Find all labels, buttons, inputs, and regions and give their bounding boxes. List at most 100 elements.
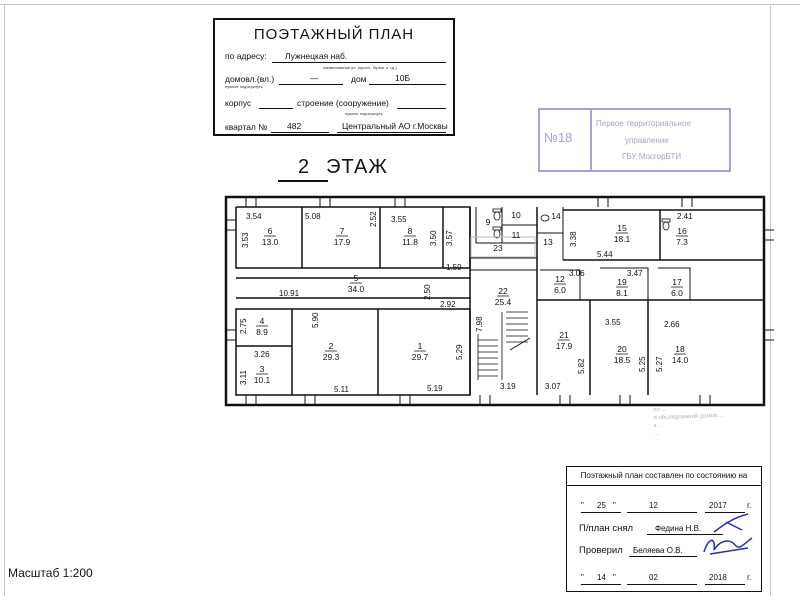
date2-year-suffix: г.	[747, 573, 752, 582]
checked-label: Проверил	[579, 545, 623, 556]
room-23-outline	[470, 236, 536, 258]
wall-partitions-top	[301, 207, 444, 268]
dimension-label: 7.98	[475, 316, 484, 332]
dimension-label: 5.44	[597, 250, 613, 259]
outer-wall	[224, 195, 766, 407]
address-label: по адресу:	[225, 51, 267, 61]
room-label: 8.1	[616, 288, 628, 298]
wall-lower-left	[235, 308, 471, 396]
footer-box: Поэтажный план составлен по состоянию на…	[566, 466, 762, 592]
made-underline	[647, 534, 723, 535]
room-label: 7	[340, 226, 345, 236]
signature-checked	[703, 537, 753, 555]
bti-stamp-line-2: управление	[625, 136, 669, 145]
room-label: 6	[268, 226, 273, 236]
dimension-label: 5.27	[655, 356, 664, 372]
room-label: 34.0	[348, 284, 365, 294]
room-label: 8.9	[256, 327, 268, 337]
header-stamp: ПОЭТАЖНЫЙ ПЛАН по адресу: Лужнецкая наб.…	[213, 18, 455, 136]
room-label: 16	[677, 226, 687, 236]
bti-stamp-number: №18	[544, 130, 573, 145]
room-labels: 6 13.0 7 17.9 8 11.8 5 34.0 4 8.9 3 10.1…	[254, 210, 689, 385]
date2-year-underline	[705, 584, 745, 585]
window-marks	[226, 197, 774, 405]
district-underline	[337, 132, 446, 133]
room-label: 15	[617, 223, 627, 233]
date2-day-underline	[581, 584, 621, 585]
room-label: 17.9	[556, 341, 573, 351]
kvartal-underline	[271, 132, 329, 133]
room-label: 18.1	[614, 234, 631, 244]
address-hint: наименование ул. (просп., бульв. и т.д.)	[323, 65, 397, 70]
dimension-label: 3.50	[429, 230, 438, 246]
dimension-label: 3.07	[545, 382, 561, 391]
dimension-label: 2.92	[440, 300, 456, 309]
page-border-right	[770, 4, 771, 596]
dimension-label: 1.59	[446, 263, 462, 272]
stroenie-underline	[397, 108, 446, 109]
staircase-steps	[477, 311, 531, 380]
footer-title: Поэтажный план составлен по состоянию на	[567, 467, 761, 486]
room-label: 11	[512, 230, 521, 240]
date2-quote-open: "	[581, 573, 584, 582]
made-value: Федина Н.В.	[655, 524, 702, 533]
date1-month: 12	[649, 501, 658, 510]
room-label: 10.1	[254, 375, 271, 385]
room-label: 6.0	[671, 288, 683, 298]
date1-year: 2017	[709, 501, 727, 510]
dimension-label: 3.26	[254, 350, 270, 359]
dimension-label: 3.53	[241, 232, 250, 248]
korpus-underline	[259, 108, 293, 109]
district-value: Центральный АО г.Москвы	[342, 121, 448, 131]
dimension-label: 10.91	[279, 289, 300, 298]
wc-walls-2	[536, 207, 564, 260]
floor-number: 2	[298, 156, 311, 178]
room-label: 4	[260, 316, 265, 326]
dimension-label: 5.90	[311, 312, 320, 328]
corridor-walls	[236, 277, 470, 299]
room-label: 19	[617, 277, 627, 287]
scale-label: Масштаб 1:200	[8, 566, 93, 580]
domovl-label: домовл.(вл.)	[225, 74, 275, 84]
dimension-label: 3.19	[500, 382, 516, 391]
room-label: 13.0	[262, 237, 279, 247]
room-label: 7.3	[676, 237, 688, 247]
room-label: 20	[617, 344, 627, 354]
floor-label: ЭТАЖ	[326, 156, 388, 178]
date2-year: 2018	[709, 573, 727, 582]
made-label: П/план снял	[579, 523, 634, 534]
sanitary-fixtures	[492, 208, 671, 239]
wall-small-rooms	[540, 267, 691, 300]
floor-number-underline	[278, 180, 328, 182]
room-label: 29.3	[323, 352, 340, 362]
room-label: 14	[551, 211, 561, 221]
address-value: Лужнецкая наб.	[285, 51, 348, 61]
korpus-label: корпус	[225, 98, 252, 108]
bti-stamp-divider	[590, 110, 592, 170]
room-label: 17	[672, 277, 682, 287]
date1-year-suffix: г.	[747, 501, 752, 510]
room-label: 10	[511, 210, 521, 220]
floor-title: 2 ЭТАЖ	[276, 156, 388, 179]
room-label: 18.5	[614, 355, 631, 365]
dimension-label: 3.55	[605, 318, 621, 327]
dimension-label: 5.19	[427, 384, 443, 393]
room-label: 3	[260, 364, 265, 374]
wall-partitions-bottom	[236, 309, 379, 395]
kvartal-value: 482	[287, 121, 302, 131]
dom-underline	[369, 84, 446, 85]
domovl-hint: нужное подчеркнуть	[225, 84, 263, 89]
date1-quote-close: "	[613, 501, 616, 510]
room-label: 12	[555, 274, 565, 284]
dom-value: 10Б	[395, 73, 411, 83]
dimension-label: 2.41	[677, 212, 693, 221]
page-border-left	[4, 4, 5, 596]
checked-underline	[629, 556, 697, 557]
kvartal-label: квартал №	[225, 122, 268, 132]
dimension-label: 5.08	[305, 212, 321, 221]
address-underline	[272, 62, 446, 63]
grey-stamp: по ... и обследований домов ... к ... ..…	[653, 402, 785, 467]
room-label: 1	[418, 341, 423, 351]
dimension-label: 2.50	[423, 284, 432, 300]
